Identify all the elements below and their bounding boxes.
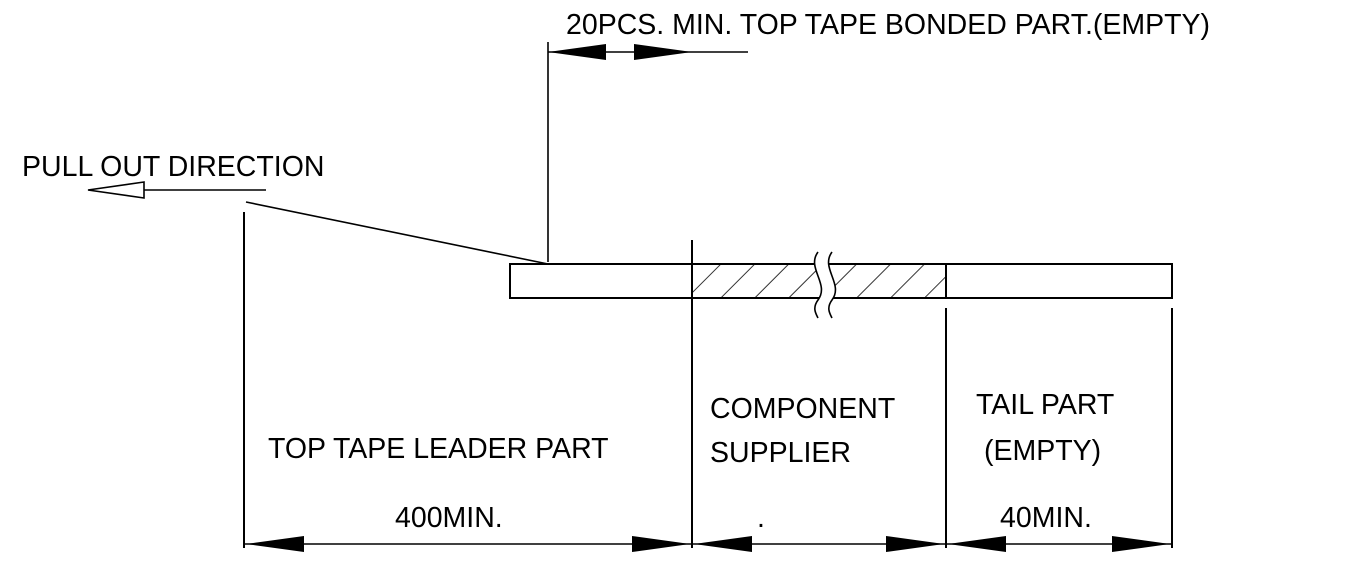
bottom-dimension xyxy=(244,536,1172,552)
component-arrowhead-right xyxy=(886,536,944,552)
component-arrowhead-left xyxy=(694,536,752,552)
pull-arrowhead xyxy=(87,181,145,199)
leader-part-label: TOP TAPE LEADER PART xyxy=(268,433,609,465)
break-mark-left xyxy=(813,251,823,319)
tail-tape-segment xyxy=(945,263,1173,299)
top-arrowhead-right xyxy=(634,44,692,60)
tail-dimension-value: 40MIN. xyxy=(1000,502,1092,534)
break-mark-right xyxy=(827,251,837,319)
pull-out-direction-label: PULL OUT DIRECTION xyxy=(22,151,324,183)
leader-arrowhead-right xyxy=(632,536,690,552)
leader-dimension-value: 400MIN. xyxy=(395,502,503,534)
component-dimension-value: . xyxy=(757,502,765,534)
tail-part-label-line2: (EMPTY) xyxy=(984,435,1101,467)
component-supplier-label-line1: COMPONENT xyxy=(710,393,895,425)
component-supplier-label-line2: SUPPLIER xyxy=(710,437,851,469)
top-arrowhead-left xyxy=(548,44,606,60)
leader-tape-segment xyxy=(509,263,693,299)
tail-part-label-line1: TAIL PART xyxy=(976,389,1114,421)
leader-pointer-line xyxy=(245,201,549,265)
leader-arrowhead-left xyxy=(246,536,304,552)
tail-arrowhead-left xyxy=(948,536,1006,552)
tape-strip xyxy=(509,251,1173,319)
top-dimension xyxy=(547,42,748,262)
tail-arrowhead-right xyxy=(1112,536,1170,552)
top-tape-bonded-note: 20PCS. MIN. TOP TAPE BONDED PART.(EMPTY) xyxy=(566,9,1210,41)
pull-direction-arrow xyxy=(87,181,266,199)
